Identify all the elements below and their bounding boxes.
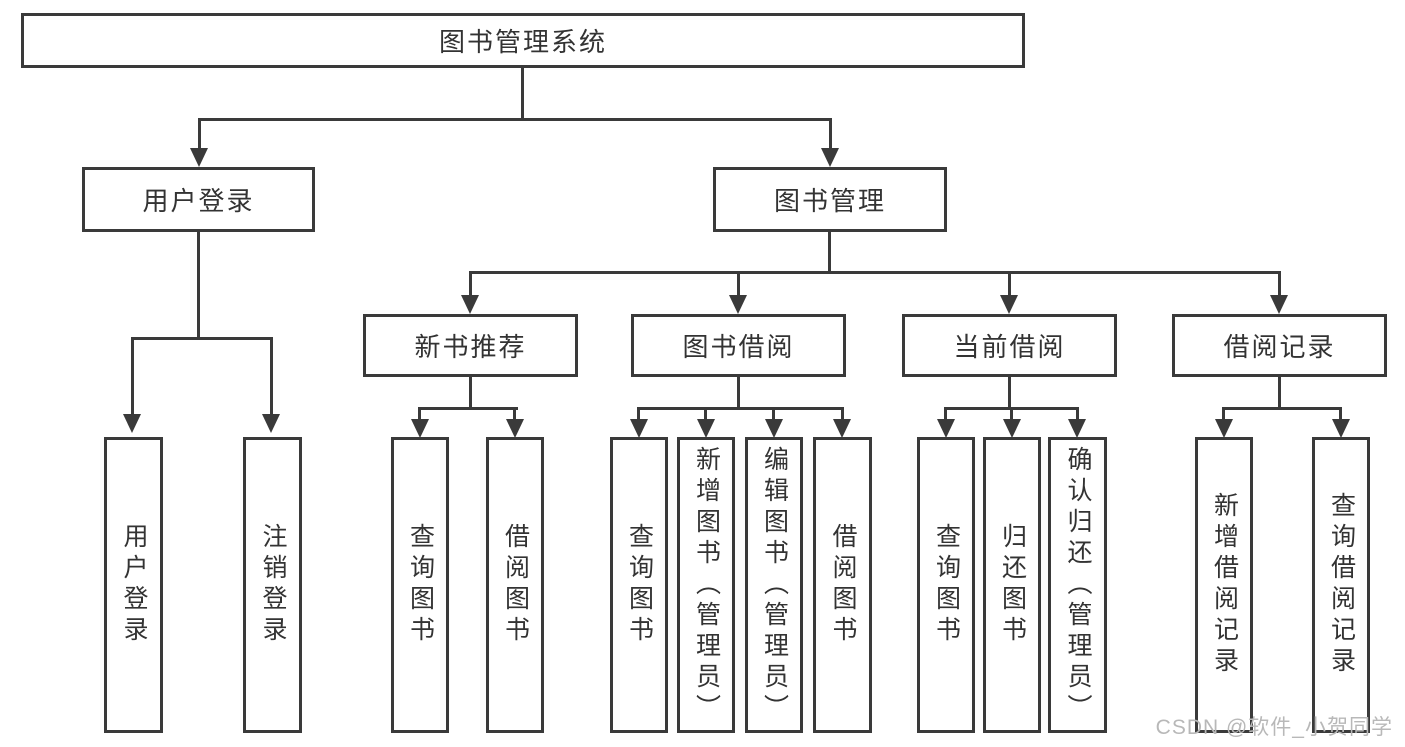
- arrow-down-icon: [1332, 419, 1350, 438]
- node-book-borrow: 图书借阅: [631, 314, 846, 377]
- connector-line: [270, 337, 273, 414]
- connector-line: [418, 407, 518, 410]
- node-label: 新增图书（管理员）: [692, 445, 721, 725]
- node-label: 新书推荐: [414, 332, 527, 362]
- connector-line: [704, 407, 707, 419]
- node-label: 归还图书: [998, 523, 1027, 647]
- connector-line: [637, 407, 640, 419]
- node-borrow-books: 借阅图书: [813, 437, 872, 733]
- node-user-login: 用户登录: [104, 437, 163, 733]
- arrow-down-icon: [1003, 419, 1021, 438]
- connector-line: [198, 118, 201, 148]
- arrow-down-icon: [821, 148, 839, 167]
- node-query-books-current: 查询图书: [917, 437, 975, 733]
- connector-line: [944, 407, 947, 419]
- arrow-down-icon: [506, 419, 524, 438]
- arrow-down-icon: [630, 419, 648, 438]
- arrow-down-icon: [1270, 295, 1288, 314]
- connector-line: [469, 377, 472, 407]
- connector-line: [1010, 407, 1013, 419]
- node-label: 确认归还（管理员）: [1064, 445, 1092, 725]
- node-query-borrow-record: 查询借阅记录: [1312, 437, 1370, 733]
- connector-line: [737, 377, 740, 407]
- node-current-borrow: 当前借阅: [902, 314, 1117, 377]
- arrow-down-icon: [1000, 295, 1018, 314]
- node-return-book: 归还图书: [983, 437, 1041, 733]
- arrow-down-icon: [190, 148, 208, 167]
- node-label: 查询图书: [625, 523, 654, 647]
- connector-line: [1222, 407, 1342, 410]
- node-edit-book-admin: 编辑图书（管理员）: [745, 437, 803, 733]
- node-label: 借阅记录: [1223, 332, 1336, 362]
- arrow-down-icon: [729, 295, 747, 314]
- arrow-down-icon: [123, 414, 141, 433]
- connector-line: [772, 407, 775, 419]
- connector-line: [841, 407, 844, 419]
- node-label: 编辑图书（管理员）: [760, 445, 789, 725]
- node-label: 查询借阅记录: [1327, 492, 1356, 678]
- connector-line: [1278, 271, 1281, 295]
- node-label: 用户登录: [142, 186, 255, 216]
- node-label: 查询图书: [932, 523, 961, 647]
- connector-line: [737, 271, 740, 295]
- connector-line: [469, 271, 472, 295]
- node-borrow-books-recommend: 借阅图书: [486, 437, 544, 733]
- connector-line: [1076, 407, 1079, 419]
- node-label: 注销登录: [259, 523, 287, 647]
- node-query-books-recommend: 查询图书: [391, 437, 449, 733]
- arrow-down-icon: [937, 419, 955, 438]
- arrow-down-icon: [461, 295, 479, 314]
- arrow-down-icon: [765, 419, 783, 438]
- node-label: 图书管理系统: [438, 27, 607, 57]
- node-label: 借阅图书: [501, 523, 530, 647]
- node-logout: 注销登录: [243, 437, 302, 733]
- connector-line: [828, 232, 831, 271]
- connector-line: [131, 337, 273, 340]
- connector-line: [521, 68, 524, 118]
- node-label: 当前借阅: [953, 332, 1066, 362]
- connector-line: [418, 407, 421, 419]
- arrow-down-icon: [262, 414, 280, 433]
- node-new-book-recommend: 新书推荐: [363, 314, 578, 377]
- node-label: 新增借阅记录: [1210, 492, 1239, 678]
- connector-line: [198, 118, 832, 121]
- arrow-down-icon: [697, 419, 715, 438]
- arrow-down-icon: [833, 419, 851, 438]
- arrow-down-icon: [1215, 419, 1233, 438]
- node-borrow-record: 借阅记录: [1172, 314, 1387, 377]
- node-label: 图书管理: [773, 186, 886, 216]
- node-label: 查询图书: [406, 523, 435, 647]
- arrow-down-icon: [1068, 419, 1086, 438]
- connector-line: [197, 232, 200, 337]
- arrow-down-icon: [411, 419, 429, 438]
- connector-line: [829, 118, 832, 148]
- connector-line: [1008, 377, 1011, 407]
- node-query-books-borrow: 查询图书: [610, 437, 668, 733]
- connector-line: [513, 407, 516, 419]
- node-library-management-system: 图书管理系统: [21, 13, 1025, 68]
- node-label: 借阅图书: [829, 523, 857, 647]
- connector-line: [637, 407, 844, 410]
- node-add-book-admin: 新增图书（管理员）: [677, 437, 735, 733]
- node-user-login-group: 用户登录: [82, 167, 315, 232]
- connector-line: [1278, 377, 1281, 407]
- connector-line: [469, 271, 1281, 274]
- csdn-watermark: CSDN @软件_小贺同学: [1155, 716, 1393, 739]
- connector-line: [131, 337, 134, 414]
- node-add-borrow-record: 新增借阅记录: [1195, 437, 1253, 733]
- node-confirm-return-admin: 确认归还（管理员）: [1048, 437, 1107, 733]
- node-label: 图书借阅: [682, 332, 795, 362]
- connector-line: [1222, 407, 1225, 419]
- connector-line: [1008, 271, 1011, 295]
- connector-line: [1339, 407, 1342, 419]
- node-label: 用户登录: [120, 523, 148, 647]
- node-book-management: 图书管理: [713, 167, 947, 232]
